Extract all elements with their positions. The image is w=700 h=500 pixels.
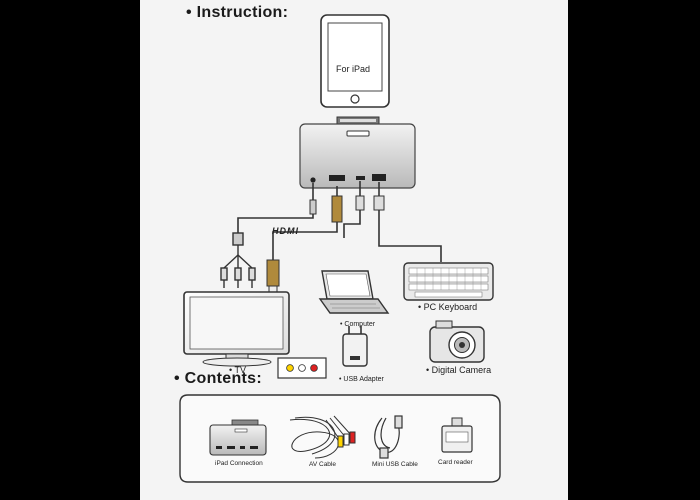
tv-icon: [183, 291, 290, 367]
instruction-heading: • Instruction:: [186, 4, 289, 21]
instruction-sheet: • Instruction: For iPad HDMI • Computer …: [140, 0, 568, 500]
computer-label: • Computer: [340, 321, 376, 328]
tv-label: • TV: [229, 365, 246, 375]
usb-adapter-label: • USB Adapter: [339, 376, 384, 383]
card-reader-item-icon: [441, 417, 473, 453]
av-splitter-icon: [220, 232, 256, 288]
hdmi-plug-icon: [266, 259, 280, 293]
digital-camera-icon: [429, 320, 485, 363]
pc-keyboard-label: • PC Keyboard: [418, 302, 478, 312]
ipad-connection-item-icon: [209, 419, 267, 456]
av-socket-panel-icon: [277, 357, 327, 379]
mini-usb-cable-label: Mini USB Cable: [372, 461, 418, 468]
hdmi-label: HDMI: [272, 226, 299, 236]
av-cable-label: AV Cable: [309, 461, 336, 468]
keyboard-icon: [403, 262, 494, 301]
av-cable-item-icon: [289, 415, 356, 459]
ipad-connection-label: iPad Connection: [215, 460, 263, 467]
adapter-hub-icon: [299, 116, 416, 189]
laptop-icon: [318, 270, 390, 314]
usb-power-adapter-icon: [342, 326, 368, 367]
card-reader-label: Card reader: [438, 459, 473, 466]
ipad-label: For iPad: [336, 64, 371, 74]
contents-heading: • Contents:: [174, 370, 263, 387]
ipad-icon: [320, 14, 390, 108]
connection-cables: [237, 181, 442, 262]
diagram-drawing: [179, 14, 501, 483]
mini-usb-cable-item-icon: [374, 415, 403, 459]
digital-camera-label: • Digital Camera: [426, 365, 492, 375]
